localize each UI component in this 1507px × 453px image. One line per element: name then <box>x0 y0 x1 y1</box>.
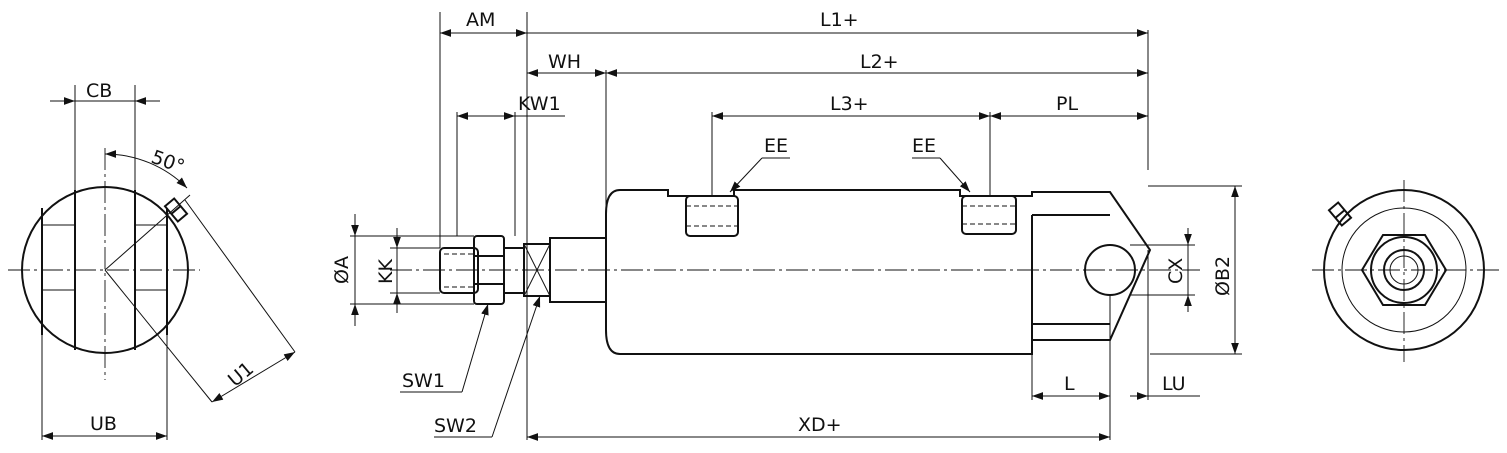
angle-label: 50° <box>148 146 187 178</box>
l2-label: L2+ <box>860 51 899 73</box>
sw1-label: SW1 <box>402 370 445 392</box>
cb-label: CB <box>86 80 112 102</box>
right-end-view <box>1312 180 1500 362</box>
l1-label: L1+ <box>820 9 859 31</box>
ee-left-label: EE <box>764 135 788 157</box>
u1-label: U1 <box>224 358 258 392</box>
left-end-view <box>8 148 296 403</box>
cx-label: CX <box>1165 258 1187 284</box>
kk-label: KK <box>375 259 397 284</box>
xd-label: XD+ <box>798 414 842 436</box>
dia-a-label: ØA <box>331 256 353 284</box>
ub-label: UB <box>90 413 117 435</box>
main-view-dimensions: AM L1+ WH L2+ KW1 L3+ PL EE EE ØA <box>331 9 1242 441</box>
kw1-label: KW1 <box>518 93 561 115</box>
ee-right-label: EE <box>912 135 936 157</box>
am-label: AM <box>466 9 495 31</box>
wh-label: WH <box>548 51 581 73</box>
lu-label: LU <box>1162 373 1186 395</box>
sw2-label: SW2 <box>434 415 477 437</box>
cylinder-side-view <box>390 189 1200 355</box>
left-view-dimensions: CB 50° UB U1 <box>41 80 296 440</box>
dia-b2-label: ØB2 <box>1212 256 1234 296</box>
l3-label: L3+ <box>830 93 869 115</box>
l-label: L <box>1064 373 1075 395</box>
pl-label: PL <box>1056 93 1078 115</box>
